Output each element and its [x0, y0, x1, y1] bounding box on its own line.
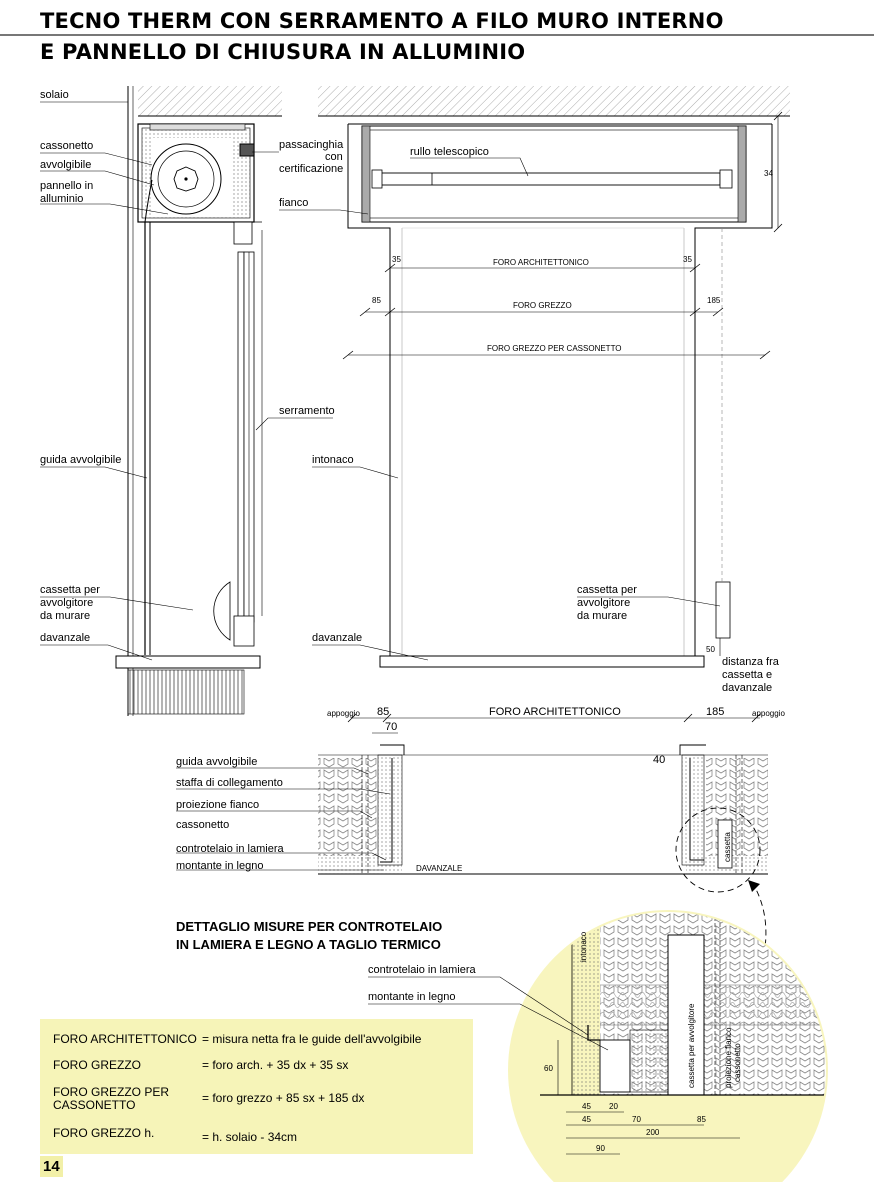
plan-foro-architettonico: FORO ARCHITETTONICO — [489, 706, 621, 718]
label-passacinghia-3: certificazione — [279, 163, 343, 175]
label-pannello-1: pannello in — [40, 180, 93, 192]
front-label-distanza-1: distanza fra — [722, 656, 780, 668]
detail-leaders — [368, 976, 609, 1051]
label-cassetta-1: cassetta per — [40, 584, 100, 596]
plan-label-montante: montante in legno — [176, 860, 263, 872]
front-label-distanza-3: davanzale — [722, 682, 772, 694]
front-slab — [318, 86, 790, 116]
label-serramento: serramento — [279, 405, 335, 417]
detail-label-controtelaio: controtelaio in lamiera — [368, 964, 476, 976]
plan-appoggio-right: appoggio — [752, 709, 785, 718]
serramento-frame — [237, 251, 245, 623]
detail-label-montante: montante in legno — [368, 991, 455, 1003]
front-view — [318, 86, 790, 668]
detail-dim-200: 200 — [646, 1128, 660, 1137]
detail-dim-45b: 45 — [582, 1115, 591, 1124]
detail-dim-90: 90 — [596, 1144, 605, 1153]
front-leaders — [279, 157, 721, 661]
front-label-cassetta-3: da murare — [577, 610, 627, 622]
label-guida-avvolgibile: guida avvolgibile — [40, 454, 121, 466]
plan-label-staffa: staffa di collegamento — [176, 777, 283, 789]
detail-label-cassetta: cassetta per avvolgitore — [687, 1003, 696, 1088]
table-term-1: FORO GREZZO — [53, 1058, 141, 1072]
label-passacinghia-2: con — [325, 151, 343, 163]
dim-185: 185 — [707, 296, 721, 305]
label-cassetta-3: da murare — [40, 610, 90, 622]
table-term-2: FORO GREZZO PER — [53, 1085, 169, 1099]
rullo-telescopico — [379, 172, 721, 186]
dim-50: 50 — [706, 645, 715, 654]
plan-dim-85: 85 — [377, 706, 389, 718]
detail-dim-45a: 45 — [582, 1102, 591, 1111]
plan-label-davanzale: DAVANZALE — [416, 864, 462, 873]
dim-35-right: 35 — [683, 255, 692, 264]
plan-label-proiezione-2: cassonetto — [176, 819, 229, 831]
detail-heading-2: IN LAMIERA E LEGNO A TAGLIO TERMICO — [176, 937, 441, 952]
plan-appoggio-left: appoggio — [327, 709, 360, 718]
label-avvolgibile: avvolgibile — [40, 159, 91, 171]
front-label-rullo: rullo telescopico — [410, 146, 489, 158]
table-def-3: = h. solaio - 34cm — [202, 1130, 297, 1144]
plan-leaders — [176, 767, 391, 871]
front-label-davanzale: davanzale — [312, 632, 362, 644]
detail-label-proiezione-1: proiezione fianco — [724, 1027, 733, 1088]
section-view — [115, 86, 282, 716]
dim-foro-grezzo-cassonetto: FORO GREZZO PER CASSONETTO — [487, 344, 622, 353]
front-label-cassetta-1: cassetta per — [577, 584, 637, 596]
dim-foro-architettonico: FORO ARCHITETTONICO — [493, 258, 589, 267]
label-solaio: solaio — [40, 89, 69, 101]
front-label-cassetta-2: avvolgitore — [577, 597, 630, 609]
detail-dim-70: 70 — [632, 1115, 641, 1124]
table-term-3: FORO GREZZO h. — [53, 1126, 154, 1140]
page-number: 14 — [40, 1156, 63, 1177]
dim-85: 85 — [372, 296, 381, 305]
front-label-fianco: fianco — [279, 197, 308, 209]
detail-dim-85: 85 — [697, 1115, 706, 1124]
solaio-slab — [138, 86, 282, 116]
plan-dim-40: 40 — [653, 754, 665, 766]
plan-label-proiezione-1: proiezione fianco — [176, 799, 259, 811]
definitions-table-bg — [40, 1019, 473, 1154]
table-term-0: FORO ARCHITETTONICO — [53, 1032, 197, 1046]
plan-view — [318, 713, 768, 973]
table-term-2b: CASSONETTO — [53, 1098, 135, 1112]
detail-heading-1: DETTAGLIO MISURE PER CONTROTELAIO — [176, 919, 442, 934]
plan-label-guida: guida avvolgibile — [176, 756, 257, 768]
dim-foro-grezzo: FORO GREZZO — [513, 301, 572, 310]
label-cassetta-2: avvolgitore — [40, 597, 93, 609]
title-rule — [0, 34, 874, 36]
plan-label-controtelaio: controtelaio in lamiera — [176, 843, 284, 855]
plan-dim-185: 185 — [706, 706, 724, 718]
label-passacinghia-1: passacinghia — [279, 139, 344, 151]
front-davanzale — [379, 655, 705, 668]
davanzale-sill — [115, 655, 261, 669]
detail-view — [508, 910, 828, 1182]
detail-dim-60: 60 — [544, 1064, 553, 1073]
table-def-2: = foro grezzo + 85 sx + 185 dx — [202, 1091, 364, 1105]
table-def-0: = misura netta fra le guide dell'avvolgi… — [202, 1032, 422, 1046]
plan-dim-70: 70 — [385, 721, 397, 733]
dim-35-left: 35 — [392, 255, 401, 264]
detail-label-proiezione-2: cassonetto — [733, 1043, 742, 1082]
table-def-1: = foro arch. + 35 dx + 35 sx — [202, 1058, 348, 1072]
label-davanzale: davanzale — [40, 632, 90, 644]
plan-label-cassetta: cassetta — [723, 832, 732, 862]
front-label-intonaco: intonaco — [312, 454, 354, 466]
section-leaders — [40, 101, 333, 661]
dim-34: 34 — [764, 169, 773, 178]
front-label-distanza-2: cassetta e — [722, 669, 772, 681]
label-pannello-2: alluminio — [40, 193, 83, 205]
label-cassonetto: cassonetto — [40, 140, 93, 152]
title-line-2: E PANNELLO DI CHIUSURA IN ALLUMINIO — [40, 40, 526, 64]
detail-label-intonaco: intonaco — [579, 931, 588, 962]
title-line-1: TECNO THERM CON SERRAMENTO A FILO MURO I… — [40, 9, 724, 33]
detail-dim-20: 20 — [609, 1102, 618, 1111]
